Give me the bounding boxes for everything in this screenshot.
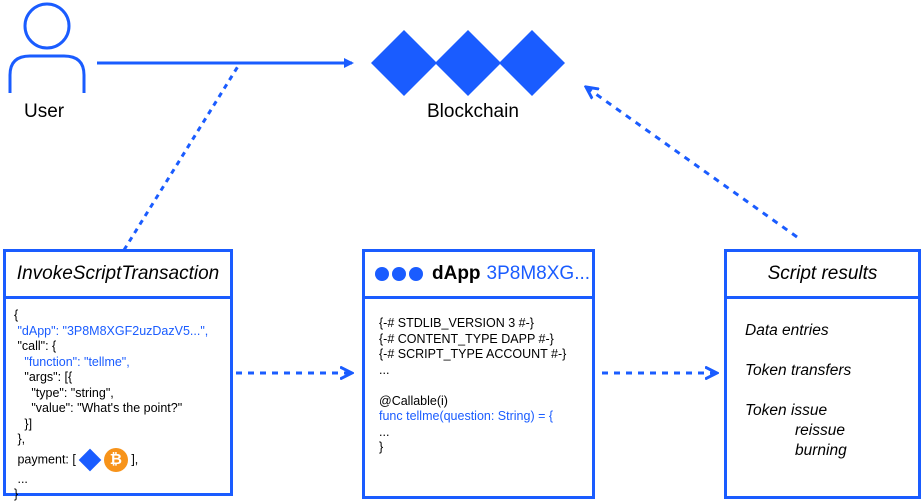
result-data-entries: Data entries: [745, 322, 829, 339]
tx-box-title: InvokeScriptTransaction: [6, 252, 230, 299]
result-token-issue: Token issue: [745, 402, 828, 419]
waves-token-icon: [78, 448, 102, 471]
dapp-script-code: {-# STDLIB_VERSION 3 #-} {-# CONTENT_TYP…: [379, 316, 567, 454]
results-box-title: Script results: [727, 252, 918, 299]
dapp-box: dApp 3P8M8XG... {-# STDLIB_VERSION 3 #-}…: [362, 249, 595, 499]
blockchain-label: Blockchain: [427, 101, 519, 122]
tx-to-arrow-dotted-line: [122, 62, 242, 251]
result-token-transfers: Token transfers: [745, 362, 852, 379]
user-label: User: [24, 101, 65, 122]
results-to-blockchain-arrow: [586, 87, 798, 239]
user-icon: [8, 2, 86, 93]
result-burning: burning: [795, 442, 847, 459]
dapp-dots-icon: [375, 263, 426, 285]
tx-json-code: { "dApp": "3P8M8XGF2uzDazV5...", "call":…: [14, 308, 209, 501]
script-results-box: Script results Data entries Token transf…: [724, 249, 921, 499]
bitcoin-icon: ₿: [103, 447, 128, 472]
result-reissue: reissue: [795, 422, 845, 439]
dapp-box-title: dApp 3P8M8XG...: [365, 252, 592, 299]
blockchain-icon: [371, 30, 565, 96]
invoke-script-transaction-box: InvokeScriptTransaction { "dApp": "3P8M8…: [3, 249, 233, 501]
